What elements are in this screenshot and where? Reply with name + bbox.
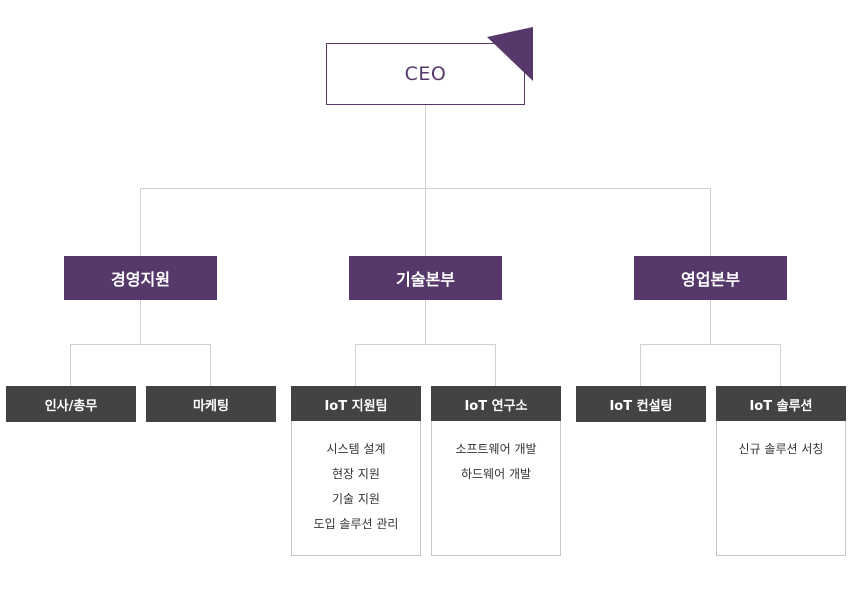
connector-team-1-up [70, 344, 71, 386]
connector-team-3-up [355, 344, 356, 386]
division-label: 기술본부 [396, 270, 455, 289]
duty-item: 기술 지원 [332, 492, 380, 506]
connector-division-3-down [710, 300, 711, 344]
team-iot-lab: IoT 연구소 [431, 386, 561, 422]
connector-team-bar-3 [640, 344, 781, 345]
team-iot-consulting: IoT 컨설팅 [576, 386, 706, 422]
connector-division-2-down [425, 300, 426, 344]
team-label: IoT 연구소 [464, 398, 528, 414]
connector-team-4-up [495, 344, 496, 386]
team-iot-support: IoT 지원팀 [291, 386, 421, 422]
ceo-label: CEO [404, 63, 447, 85]
team-label: 인사/총무 [44, 398, 98, 414]
duty-item: 시스템 설계 [326, 442, 386, 456]
connector-team-bar-1 [70, 344, 211, 345]
team-label: IoT 컨설팅 [609, 398, 673, 414]
duties-iot-solution: 신규 솔루션 서칭 [716, 421, 846, 556]
connector-team-bar-2 [355, 344, 496, 345]
division-sales: 영업본부 [634, 256, 787, 300]
connector-ceo-down [425, 105, 426, 188]
division-management-support: 경영지원 [64, 256, 217, 300]
division-label: 경영지원 [111, 270, 170, 289]
team-hr-general-affairs: 인사/총무 [6, 386, 136, 422]
ceo-corner-triangle-icon [487, 27, 533, 81]
duty-item: 현장 지원 [332, 467, 380, 481]
division-technology: 기술본부 [349, 256, 502, 300]
duties-iot-support: 시스템 설계 현장 지원 기술 지원 도입 솔루션 관리 [291, 421, 421, 556]
duty-item: 도입 솔루션 관리 [313, 517, 399, 531]
connector-team-2-up [210, 344, 211, 386]
connector-team-5-up [640, 344, 641, 386]
connector-division-1-down [140, 300, 141, 344]
duty-item: 하드웨어 개발 [460, 467, 532, 481]
team-marketing: 마케팅 [146, 386, 276, 422]
duty-item: 신규 솔루션 서칭 [738, 442, 824, 456]
duties-iot-lab: 소프트웨어 개발 하드웨어 개발 [431, 421, 561, 556]
team-iot-solution: IoT 솔루션 [716, 386, 846, 422]
team-label: IoT 지원팀 [324, 398, 388, 414]
division-label: 영업본부 [681, 270, 740, 289]
connector-division-3-up [710, 188, 711, 256]
team-label: 마케팅 [193, 398, 229, 414]
team-label: IoT 솔루션 [749, 398, 813, 414]
connector-division-2-up [425, 188, 426, 256]
connector-division-1-up [140, 188, 141, 256]
connector-team-6-up [780, 344, 781, 386]
duty-item: 소프트웨어 개발 [455, 442, 537, 456]
ceo-node: CEO [326, 43, 525, 105]
